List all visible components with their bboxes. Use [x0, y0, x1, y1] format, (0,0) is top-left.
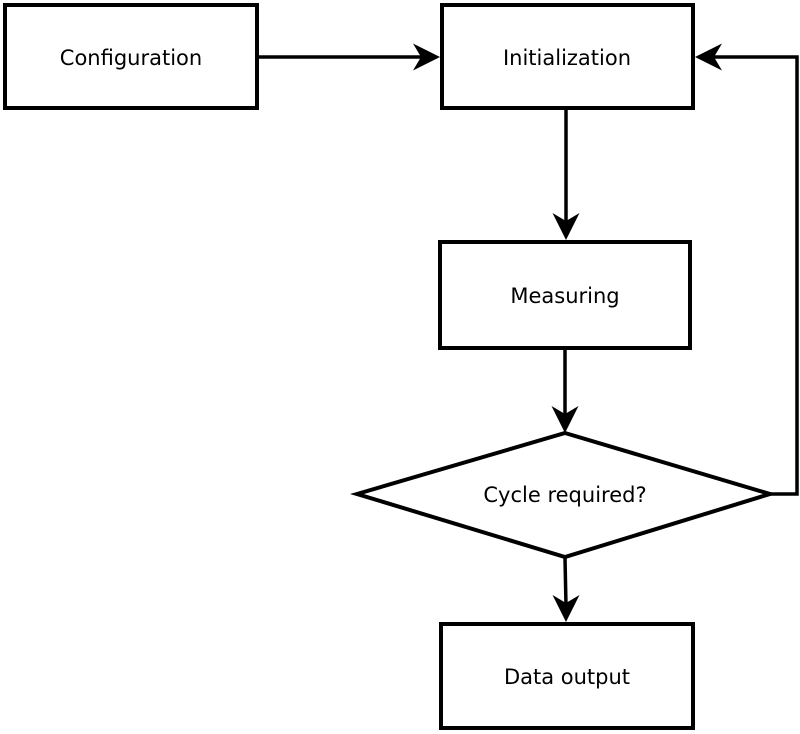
cycle-required-diamond: [349, 430, 777, 560]
cycle-required-label: Cycle required?: [483, 483, 646, 507]
edge-initialization-to-measuring: [552, 110, 580, 240]
arrowhead-right-icon: [413, 43, 440, 71]
edge-measuring-to-cycle-required: [551, 350, 579, 433]
initialization-box: [440, 3, 695, 110]
measuring-label: Measuring: [510, 284, 619, 308]
edge-line: [563, 557, 568, 607]
node-data-output: Data output: [439, 622, 695, 730]
configuration-box: [3, 3, 259, 110]
measuring-box: [438, 240, 692, 350]
node-measuring: Measuring: [438, 240, 692, 350]
arrowhead-left-icon: [695, 43, 722, 71]
edge-cycle-required-to-data-output: [552, 557, 580, 622]
edge-cycle-required-to-initialization-feedback: [695, 43, 799, 496]
data-output-box: [439, 622, 695, 730]
arrowhead-down-icon: [551, 406, 579, 433]
arrowhead-down-icon: [552, 213, 580, 240]
node-configuration: Configuration: [3, 3, 259, 110]
edge-configuration-to-initialization: [258, 43, 440, 71]
configuration-label: Configuration: [60, 46, 202, 70]
arrowhead-down-icon: [552, 595, 580, 622]
node-cycle-required: Cycle required?: [349, 430, 777, 560]
initialization-label: Initialization: [503, 46, 631, 70]
edge-line: [711, 55, 799, 496]
data-output-label: Data output: [504, 665, 630, 689]
node-initialization: Initialization: [440, 3, 695, 110]
